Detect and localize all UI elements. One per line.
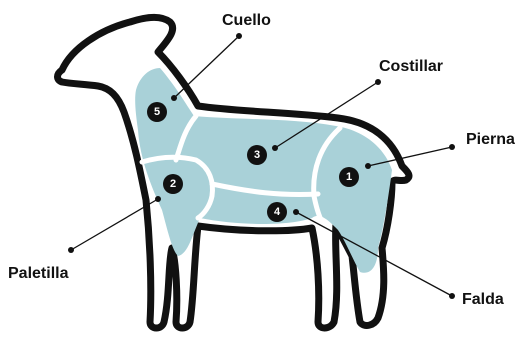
badge-cut-1: 1 — [339, 167, 359, 187]
badge-number-1: 1 — [346, 171, 352, 183]
leader-cuello — [171, 33, 242, 101]
label-pierna: Pierna — [466, 131, 515, 148]
badge-number-4: 4 — [274, 206, 281, 218]
badge-cut-3: 3 — [247, 145, 267, 165]
badge-cut-5: 5 — [147, 102, 167, 122]
badge-number-5: 5 — [154, 106, 160, 118]
badge-cut-2: 2 — [163, 174, 183, 194]
label-costillar: Costillar — [379, 58, 443, 75]
badge-number-2: 2 — [170, 178, 176, 190]
label-falda: Falda — [462, 291, 504, 308]
label-paletilla: Paletilla — [8, 265, 69, 282]
label-cuello: Cuello — [222, 12, 271, 29]
badge-cut-4: 4 — [267, 202, 287, 222]
badge-number-3: 3 — [254, 149, 260, 161]
